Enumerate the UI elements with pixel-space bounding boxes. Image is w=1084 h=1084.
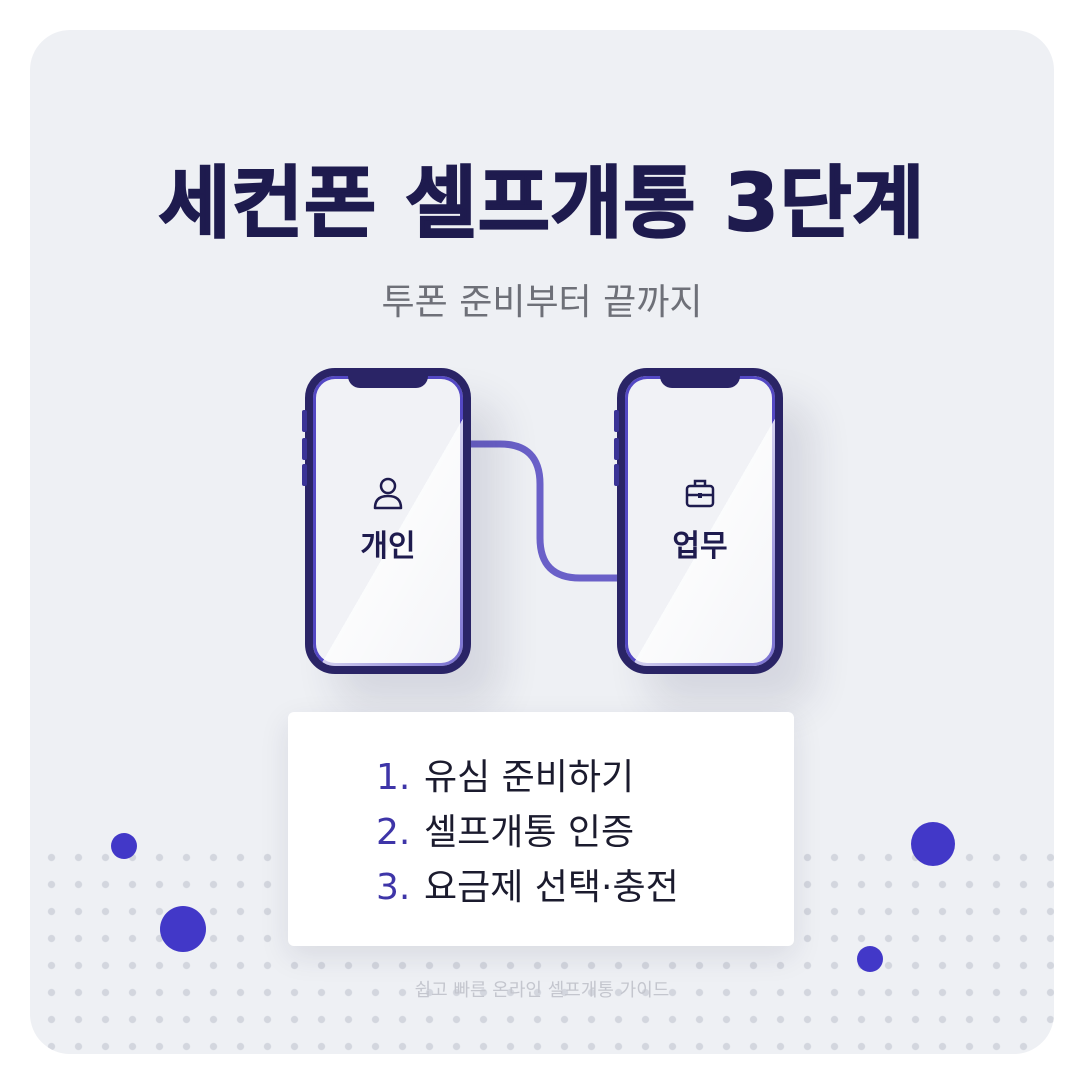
decorative-circle	[111, 833, 137, 859]
phone-side-button	[614, 410, 619, 432]
step-number: 1.	[376, 757, 411, 798]
step-item: 3. 요금제 선택·충전	[376, 870, 679, 906]
step-item: 1. 유심 준비하기	[376, 760, 634, 796]
page-title: 세컨폰 셀프개통 3단계	[158, 159, 926, 249]
decorative-circle	[857, 946, 883, 972]
briefcase-icon	[685, 479, 715, 508]
steps-card: 1. 유심 준비하기 2. 셀프개통 인증 3. 요금제 선택·충전	[288, 712, 794, 946]
step-text: 셀프개통 인증	[424, 812, 635, 853]
step-number: 2.	[376, 812, 411, 853]
step-text: 유심 준비하기	[424, 757, 635, 798]
poster-card: 세컨폰 셀프개통 3단계 투폰 준비부터 끝까지 개인 업무 1.유	[30, 30, 1054, 1054]
phone-notch	[660, 376, 740, 388]
phone-side-button	[614, 438, 619, 460]
step-item: 2. 셀프개통 인증	[376, 815, 634, 851]
phone-personal: 개인	[305, 368, 471, 674]
phone-side-button	[302, 464, 307, 486]
decorative-circle	[160, 906, 206, 952]
footer-caption: 쉽고 빠른 온라인 셀프개통 가이드	[414, 980, 670, 1001]
person-icon	[373, 477, 403, 510]
phone-side-button	[302, 410, 307, 432]
decorative-circle	[911, 822, 955, 866]
phone-notch	[348, 376, 428, 388]
page-subtitle: 투폰 준비부터 끝까지	[381, 282, 703, 323]
phone-label-work: 업무	[672, 529, 728, 564]
phone-label-personal: 개인	[360, 529, 416, 564]
phone-side-button	[302, 438, 307, 460]
step-number: 3.	[376, 867, 411, 908]
phone-work: 업무	[617, 368, 783, 674]
phone-side-button	[614, 464, 619, 486]
step-text: 요금제 선택·충전	[424, 867, 679, 908]
phone-connector-line	[458, 440, 624, 582]
